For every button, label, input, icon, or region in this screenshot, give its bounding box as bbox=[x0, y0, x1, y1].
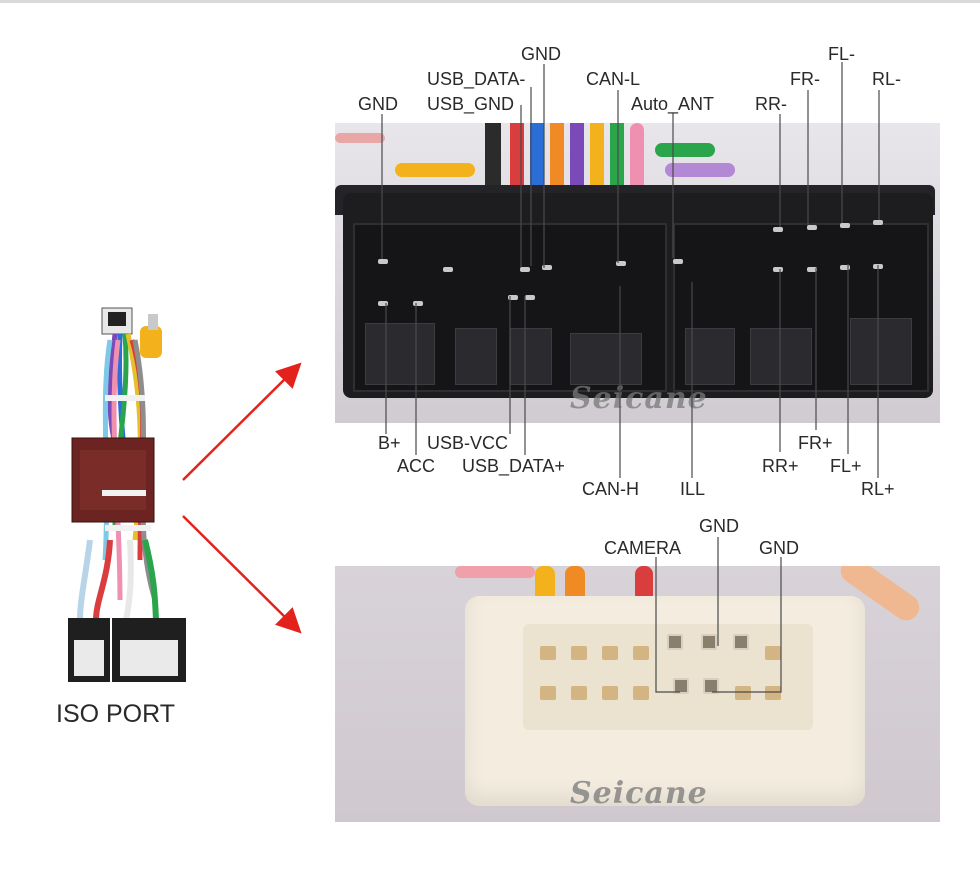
pin-label-usb-data-plus: USB_DATA+ bbox=[462, 456, 565, 476]
pin-label-gnd: GND bbox=[699, 516, 739, 536]
black-connector-photo: Seicane bbox=[335, 123, 940, 423]
pin-label-fl-minus: FL- bbox=[828, 44, 855, 64]
top-divider bbox=[0, 0, 980, 3]
pin-label-gnd: GND bbox=[358, 94, 398, 114]
pin-label-gnd: GND bbox=[521, 44, 561, 64]
pin-label-rr-plus: RR+ bbox=[762, 456, 799, 476]
pin-label-ill: ILL bbox=[680, 479, 706, 499]
pin-label-usb-vcc: USB-VCC bbox=[427, 433, 509, 453]
iso-port-label: ISO PORT bbox=[56, 700, 176, 728]
pin-label-rl-minus: RL- bbox=[872, 69, 902, 89]
seicane-watermark: Seicane bbox=[570, 381, 708, 416]
pin-label-rr-minus: RR- bbox=[755, 94, 787, 114]
pin-label-fr-plus: FR+ bbox=[798, 433, 833, 453]
arrow-to-black-connector bbox=[182, 362, 302, 481]
pin-label-usb-gnd: USB_GND bbox=[427, 94, 515, 114]
white-connector-photo: Seicane bbox=[335, 566, 940, 822]
pin-label-acc: ACC bbox=[397, 456, 436, 476]
pin-label-gnd: GND bbox=[759, 538, 799, 558]
pin-label-usb-data-minus: USB_DATA- bbox=[427, 69, 526, 89]
pin-label-fr-minus: FR- bbox=[790, 69, 820, 89]
pin-label-can-h: CAN-H bbox=[582, 479, 639, 499]
seicane-watermark: Seicane bbox=[570, 776, 708, 811]
iso-harness-photo bbox=[60, 300, 195, 690]
pin-label-b-plus: B+ bbox=[378, 433, 401, 453]
pin-label-auto-ant: Auto_ANT bbox=[631, 94, 715, 114]
arrow-to-white-connector bbox=[182, 515, 302, 634]
pin-label-rl-plus: RL+ bbox=[861, 479, 895, 499]
pin-label-fl-plus: FL+ bbox=[830, 456, 862, 476]
pin-label-can-l: CAN-L bbox=[586, 69, 641, 89]
pin-label-camera: CAMERA bbox=[604, 538, 682, 558]
